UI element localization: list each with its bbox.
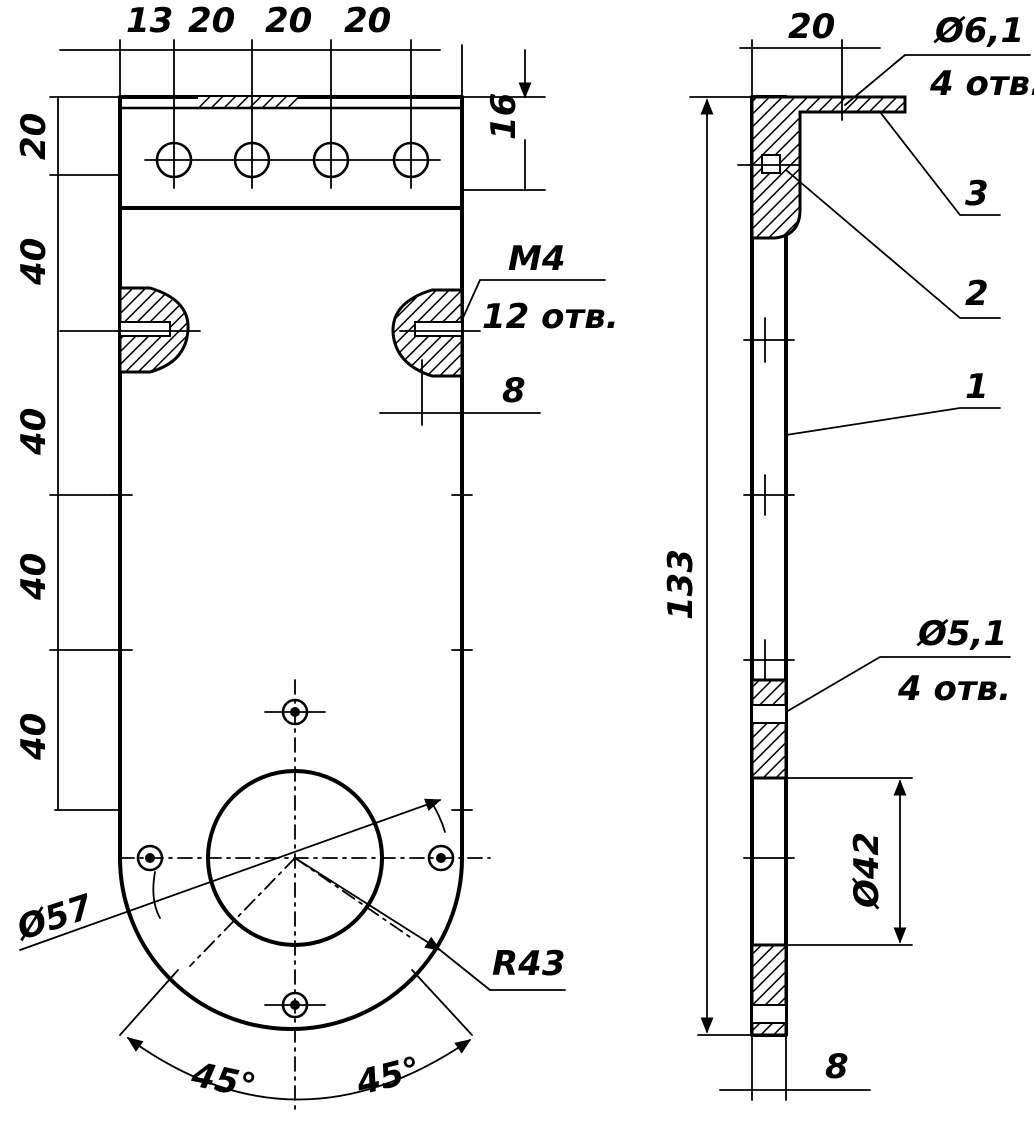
hole-bottom-size: Ø5,1	[916, 614, 1007, 654]
part-label-2: 2	[965, 274, 989, 314]
dim-left-40c: 40	[14, 553, 54, 601]
left-dimensions	[49, 96, 121, 811]
hole-bottom-count: 4 отв.	[897, 669, 1011, 709]
dim-left-40b: 40	[14, 408, 54, 456]
front-view: 13 20 20 20 16 20 40 40 40 40 M4 12 отв.	[11, 1, 619, 1116]
hole-top-count: 4 отв.	[929, 64, 1034, 104]
dim-side-top-20: 20	[788, 7, 835, 47]
thread-size: M4	[508, 239, 566, 279]
dim-left-40d: 40	[14, 713, 54, 761]
side-ticks	[111, 494, 473, 811]
mounting-holes	[136, 698, 455, 1019]
part-label-3: 3	[965, 174, 989, 214]
dim-flange-16: 16	[484, 93, 524, 140]
thread-count: 12 отв.	[482, 297, 619, 337]
dim-top-13: 13	[126, 1, 173, 41]
dim-diameter-57: Ø57	[11, 887, 98, 949]
angle-section	[750, 95, 907, 240]
dim-top-20c: 20	[344, 1, 391, 41]
dim-top-20b: 20	[265, 1, 312, 41]
side-view: 133 20 Ø6,1 4 отв. 3 2 1 Ø5,1 4 отв. Ø42…	[661, 7, 1034, 1101]
hole-top-size: Ø6,1	[933, 11, 1024, 51]
side-view-ticks	[743, 317, 795, 859]
dim-left-20: 20	[14, 113, 54, 160]
flange-section-strip	[198, 97, 298, 107]
dim-overall-133: 133	[661, 549, 701, 620]
dim-bore-42: Ø42	[847, 832, 887, 910]
plate-outline	[118, 95, 464, 1031]
dim-radius-43: R43	[492, 944, 566, 984]
dim-thickness-8: 8	[825, 1047, 849, 1087]
dim-top-20a: 20	[188, 1, 235, 41]
top-dimensions	[59, 39, 463, 98]
part-label-1: 1	[965, 367, 989, 407]
bore-section-upper	[750, 678, 788, 780]
dim-angle-left: 45°	[187, 1054, 259, 1107]
flange-holes	[144, 39, 441, 189]
dim-angle-right: 45°	[352, 1049, 425, 1104]
dim-left-40a: 40	[14, 238, 54, 286]
dim-thread-offset: 8	[502, 371, 526, 411]
